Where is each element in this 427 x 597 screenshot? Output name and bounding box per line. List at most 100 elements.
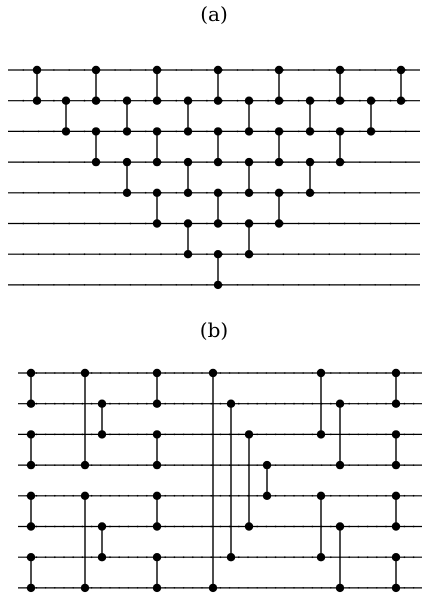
- wire-tick: [302, 433, 305, 436]
- wire-tick: [136, 372, 139, 374]
- wire-tick: [329, 587, 332, 589]
- wire-tick: [136, 433, 139, 436]
- wire-tick: [98, 284, 101, 286]
- wire-tick: [53, 191, 55, 194]
- comparator-dot: [213, 188, 223, 197]
- wire-tick: [374, 222, 377, 225]
- wire-tick: [109, 525, 111, 528]
- wire-tick: [44, 587, 47, 589]
- wire-tick: [267, 130, 269, 133]
- wire-tick: [53, 161, 55, 164]
- comparator-dot: [152, 65, 162, 75]
- wire-tick: [348, 587, 351, 589]
- wire-tick: [53, 433, 56, 436]
- wire-tick: [83, 222, 86, 225]
- wire-tick: [328, 191, 331, 194]
- wire-tick: [173, 433, 176, 436]
- comparator-dot: [391, 399, 401, 408]
- wire-tick: [247, 402, 249, 405]
- wire-tick: [357, 464, 360, 466]
- wire-tick: [237, 402, 240, 405]
- wire-tick: [375, 494, 378, 497]
- wire-tick: [173, 556, 176, 559]
- wire-tick: [72, 587, 75, 589]
- comparator-dot: [32, 65, 42, 75]
- wire-tick: [201, 556, 203, 559]
- wire-tick: [343, 191, 346, 194]
- wire-tick: [109, 372, 111, 374]
- wire-tick: [144, 191, 147, 194]
- wire-tick: [311, 587, 314, 589]
- wire-tick: [282, 284, 285, 286]
- comparator-dot: [274, 219, 284, 228]
- wire-tick: [164, 587, 167, 589]
- comparator-dot: [213, 96, 223, 105]
- wire-tick: [182, 587, 185, 589]
- wire-tick: [267, 69, 269, 71]
- comparator-dot: [244, 157, 254, 167]
- wire-tick: [403, 402, 406, 405]
- wire-tick: [118, 464, 121, 466]
- wire-tick: [90, 556, 93, 559]
- wire-tick: [22, 222, 25, 225]
- comparator-dot: [61, 96, 71, 105]
- wire-tick: [297, 191, 300, 194]
- wire-tick: [403, 433, 406, 436]
- wire-tick: [118, 372, 121, 374]
- wire-tick: [293, 464, 295, 466]
- comparator-dot: [335, 399, 345, 408]
- wire-tick: [173, 494, 176, 497]
- comparator-dot: [316, 491, 326, 500]
- wire-tick: [90, 372, 93, 374]
- wire-tick: [339, 494, 341, 497]
- wire-tick: [35, 402, 38, 405]
- wire-tick: [53, 69, 55, 71]
- wire-tick: [385, 556, 387, 559]
- wire-tick: [160, 253, 162, 256]
- wire-tick: [127, 525, 130, 528]
- wire-tick: [228, 587, 231, 589]
- wire-tick: [164, 402, 167, 405]
- wire-tick: [267, 191, 269, 194]
- comparator-dot: [152, 219, 162, 228]
- wire-tick: [374, 69, 377, 71]
- wire-tick: [219, 587, 222, 589]
- comparator-dot: [152, 430, 162, 439]
- wire-tick: [357, 494, 360, 497]
- wire-tick: [173, 587, 176, 589]
- comparator-dot: [183, 127, 193, 136]
- wire-tick: [90, 587, 93, 589]
- wire-tick: [385, 494, 387, 497]
- wire-tick: [297, 161, 300, 164]
- wire-tick: [302, 372, 305, 374]
- wire-tick: [144, 253, 147, 256]
- comparator-dot: [226, 399, 236, 408]
- wire-tick: [283, 587, 286, 589]
- wire-tick: [173, 525, 176, 528]
- wire-tick: [302, 556, 305, 559]
- wire-tick: [99, 587, 102, 589]
- wire-tick: [53, 464, 56, 466]
- wire-tick: [182, 525, 185, 528]
- wire-tick: [83, 69, 86, 71]
- comparator-dot: [391, 368, 401, 378]
- wire-tick: [297, 130, 300, 133]
- wire-tick: [313, 222, 315, 225]
- wire-tick: [72, 525, 75, 528]
- wire-tick: [37, 130, 40, 133]
- wire-tick: [236, 99, 239, 102]
- wire-tick: [283, 464, 286, 466]
- wire-tick: [385, 433, 387, 436]
- wire-tick: [219, 402, 222, 405]
- wire-tick: [251, 284, 254, 286]
- comparator-dot: [152, 157, 162, 167]
- wire-tick: [127, 556, 130, 559]
- wire-tick: [389, 161, 392, 164]
- comparator-dot: [316, 368, 326, 378]
- wire-tick: [366, 525, 369, 528]
- wire-tick: [37, 222, 40, 225]
- wire-tick: [201, 433, 203, 436]
- wire-tick: [98, 253, 101, 256]
- wire-tick: [375, 464, 378, 466]
- wire-tick: [237, 556, 240, 559]
